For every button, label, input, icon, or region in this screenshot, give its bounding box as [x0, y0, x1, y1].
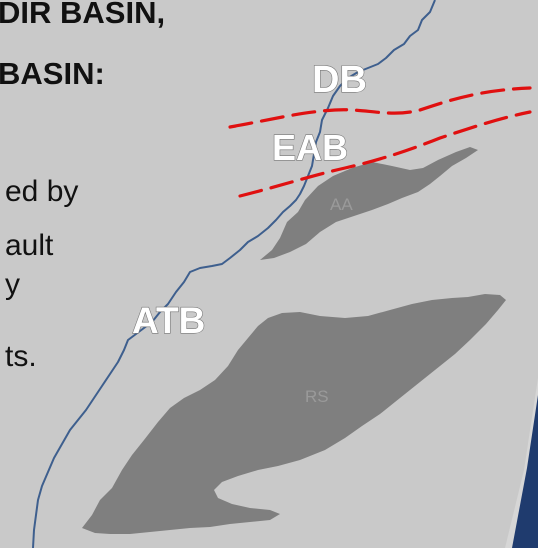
river-line [32, 0, 436, 548]
aa-basin-shape [260, 147, 478, 260]
heading-line-2: BASIN: [0, 56, 105, 91]
body-line-2: ault [5, 229, 54, 262]
body-line-3: y [5, 268, 20, 301]
body-line-1: ed by [5, 175, 79, 208]
label-rs: RS [305, 387, 329, 406]
label-atb: ATB [132, 300, 205, 341]
fault-line-north [228, 86, 532, 129]
corner-accent [505, 378, 538, 548]
label-eab: EAB [272, 127, 348, 168]
label-db: DB [312, 59, 367, 101]
body-line-4: ts. [5, 340, 37, 373]
heading-line-1: DIR BASIN, [0, 0, 166, 30]
rs-basin-shape [82, 294, 506, 534]
fault-line-south [238, 110, 532, 198]
label-aa: AA [330, 195, 353, 214]
